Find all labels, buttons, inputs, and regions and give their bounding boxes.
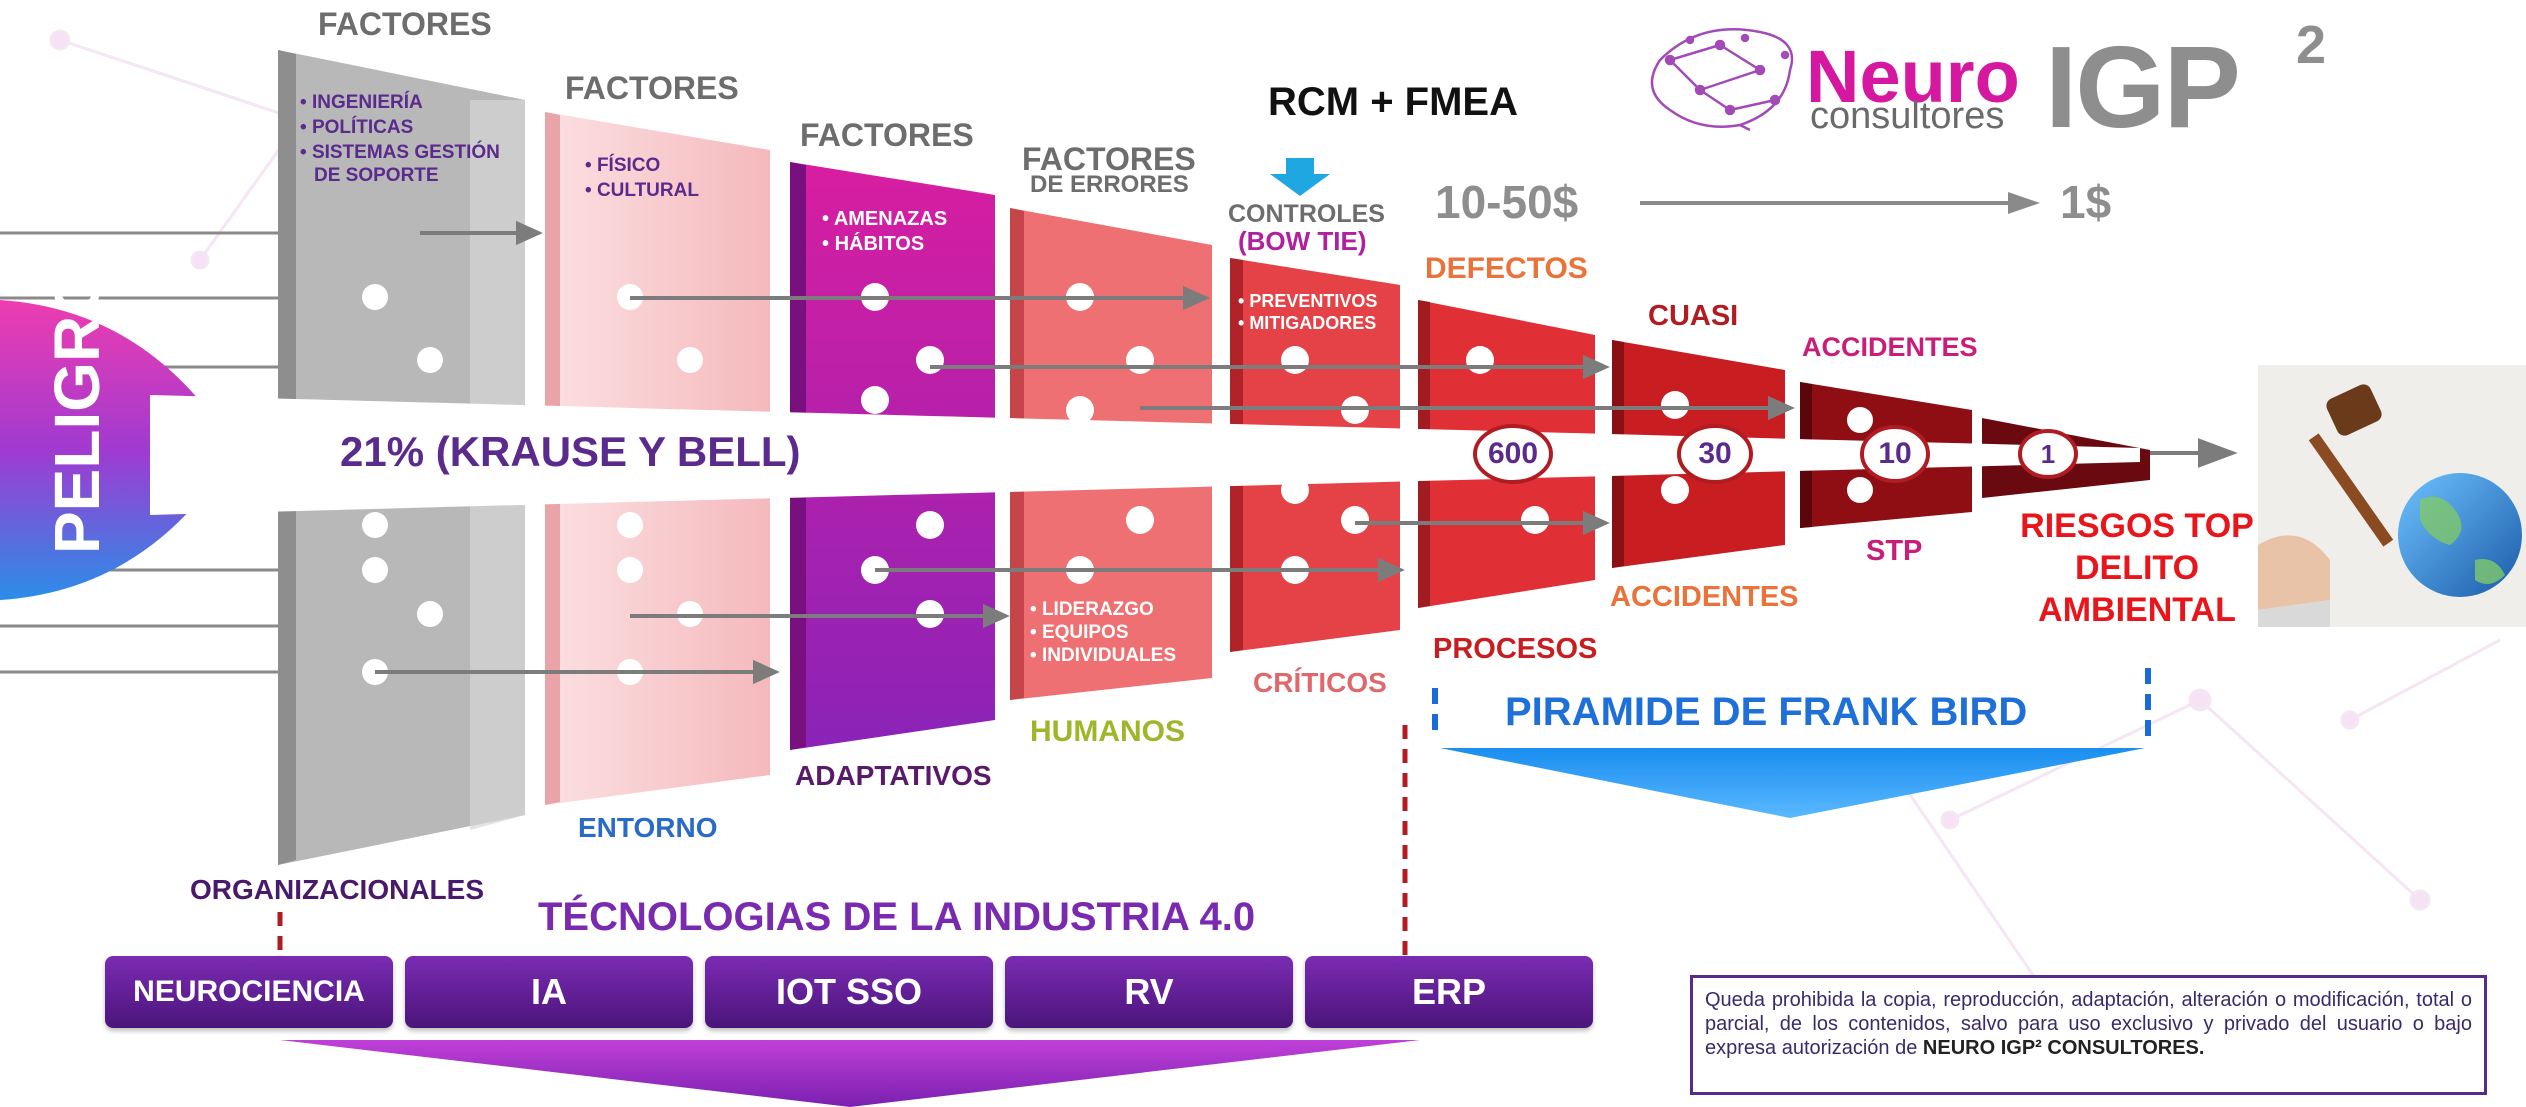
frank-bird-bracket <box>1432 668 2151 740</box>
pyramid-top-30: CUASI <box>1648 300 1739 332</box>
brain-logo-icon <box>1650 28 1794 132</box>
hazard-beam <box>150 395 2140 515</box>
pyramid-val-1: 1 <box>2040 439 2056 469</box>
bullet: PREVENTIVOS <box>1238 290 1377 312</box>
cost-arrow <box>1640 192 2040 214</box>
tech-title: TÉCNOLOGIAS DE LA INDUSTRIA 4.0 <box>538 895 1256 939</box>
caption-entorno: ENTORNO <box>578 812 718 843</box>
pyramid-bottom-10: STP <box>1866 535 1923 567</box>
barrier-5-sub: (BOW TIE) <box>1238 226 1367 256</box>
pyramid-count-badges <box>1473 424 2078 484</box>
tech-ia-button[interactable]: IA <box>405 956 693 1028</box>
bullet: FÍSICO <box>585 153 699 178</box>
barrier-3-bullets: AMENAZAS HÁBITOS <box>822 207 947 257</box>
notice-brand-2: CONSULTORES. <box>2047 1037 2205 1059</box>
hazard-shape <box>0 300 235 600</box>
notice-text: Queda prohibida la copia, reproducción, … <box>1705 989 2472 1059</box>
bullet: LIDERAZGO <box>1030 598 1176 621</box>
barrier-holes <box>362 283 1873 685</box>
barrier-5-head: CONTROLES <box>1228 200 1385 228</box>
bullet: INDIVIDUALES <box>1030 644 1176 667</box>
dashed-connectors <box>277 725 1408 955</box>
brand-neuro: Neuro <box>1806 35 2020 118</box>
pyramid-val-30: 30 <box>1698 437 1732 470</box>
brand-igp: IGP <box>2045 22 2241 152</box>
bullet: POLÍTICAS <box>300 115 500 140</box>
pyramid-top-600: DEFECTOS <box>1425 252 1588 285</box>
notice-brand: NEURO IGP² <box>1922 1037 2042 1059</box>
tech-iot-sso-button[interactable]: IOT SSO <box>705 956 993 1028</box>
brand-sup: 2 <box>2296 15 2327 75</box>
pyramid-bottom-600: PROCESOS <box>1433 633 1598 665</box>
barrier-1-head: FACTORES <box>318 6 492 42</box>
copyright-notice: Queda prohibida la copia, reproducción, … <box>1690 975 2487 1095</box>
bullet: INGENIERÍA <box>300 90 500 115</box>
judge-gavel-earth-image <box>2258 365 2526 627</box>
risk-label: RIESGOS TOP DELITO AMBIENTAL <box>2012 505 2262 631</box>
barrier-1-bullet-cont: DE SOPORTE <box>314 165 439 186</box>
rcm-fmea-label: RCM + FMEA <box>1268 80 1518 124</box>
cost-low-label: 1$ <box>2060 176 2112 228</box>
hazard-arrows <box>375 220 2238 685</box>
caption-adaptativos: ADAPTATIVOS <box>795 760 992 791</box>
cost-high-label: 10-50$ <box>1435 176 1579 228</box>
brand-consultores: consultores <box>1810 95 2005 137</box>
risk-line-2: DELITO <box>2074 549 2200 587</box>
pyramid-val-600: 600 <box>1487 437 1539 470</box>
caption-organizacionales: ORGANIZACIONALES <box>190 874 484 905</box>
frank-bird-title: PIRAMIDE DE FRANK BIRD <box>1505 690 2028 734</box>
pyramid-bottom-30: ACCIDENTES <box>1610 581 1799 613</box>
bullet: AMENAZAS <box>822 207 947 232</box>
risk-line-3: AMBIENTAL <box>2038 591 2236 629</box>
bullet: CULTURAL <box>585 178 699 203</box>
barrier-2-head: FACTORES <box>565 70 739 106</box>
caption-criticos: CRÍTICOS <box>1253 667 1387 698</box>
bullet: EQUIPOS <box>1030 621 1176 644</box>
bullet: MITIGADORES <box>1238 312 1377 334</box>
tech-rv-button[interactable]: RV <box>1005 956 1293 1028</box>
barrier-3-head: FACTORES <box>800 117 974 153</box>
pyramid-val-10: 10 <box>1878 437 1912 470</box>
rcm-down-arrow <box>1270 158 1330 196</box>
peligro-label: PELIGRO <box>41 265 113 554</box>
barrier-5-bullets: PREVENTIVOS MITIGADORES <box>1238 290 1377 334</box>
pyramid-top-10: ACCIDENTES <box>1802 332 1978 362</box>
bullet: SISTEMAS GESTIÓN <box>300 140 500 165</box>
caption-humanos: HUMANOS <box>1030 715 1185 748</box>
barrier-4-sub: DE ERRORES <box>1030 171 1189 198</box>
bullet: HÁBITOS <box>822 232 947 257</box>
tech-neurociencia-button[interactable]: NEUROCIENCIA <box>105 956 393 1028</box>
barrier-2-bullets: FÍSICO CULTURAL <box>585 153 699 203</box>
tech-erp-button[interactable]: ERP <box>1305 956 1593 1028</box>
barrier-4-head: FACTORES <box>1022 141 1196 177</box>
risk-line-1: RIESGOS TOP <box>2020 507 2254 545</box>
barrier-4-bullets: LIDERAZGO EQUIPOS INDIVIDUALES <box>1030 598 1176 667</box>
krause-bell-stat: 21% (KRAUSE Y BELL) <box>340 428 801 475</box>
barrier-1-bullets: INGENIERÍA POLÍTICAS SISTEMAS GESTIÓN <box>300 90 500 165</box>
frank-bird-triangle <box>1440 748 2145 818</box>
tech-triangle <box>280 1040 1420 1107</box>
